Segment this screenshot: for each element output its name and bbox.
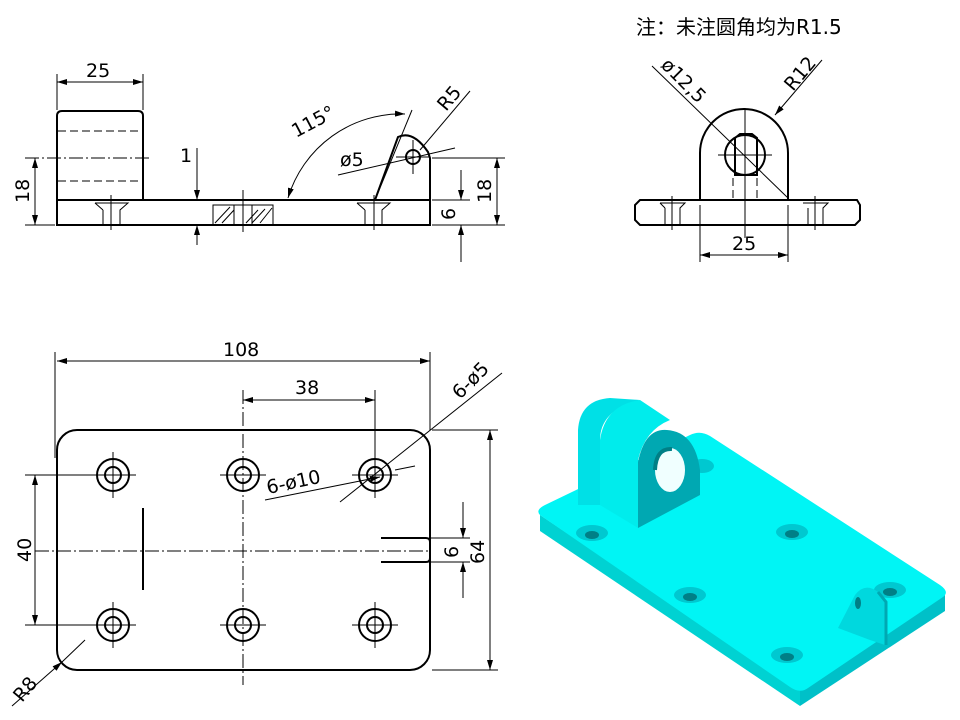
side-upright [699, 108, 789, 200]
hole [220, 458, 266, 492]
hole [90, 452, 136, 498]
plate-right-side [800, 595, 945, 706]
boss-curved-top [578, 398, 640, 505]
dim-spacing-40: 40 [14, 538, 36, 562]
slot [381, 537, 431, 563]
mounting-holes [90, 452, 398, 648]
dim-length: 108 [223, 339, 259, 361]
lug-outline [374, 134, 431, 201]
top-view: 108 38 40 6-ø10 6-ø5 6 64 R8 [9, 339, 503, 707]
boss-hole [655, 448, 685, 492]
dim-spacing-38: 38 [295, 377, 319, 399]
hatched-section [212, 190, 274, 232]
dim-depth-1: 1 [180, 145, 192, 167]
hole [220, 608, 266, 642]
isometric-view [538, 398, 946, 706]
iso-holes [576, 459, 906, 663]
dim-side-width: 25 [732, 233, 756, 255]
hole [352, 452, 398, 498]
general-note: 注：未注圆角均为R1.5 [636, 15, 842, 39]
dim-corner-radius: R8 [9, 673, 42, 707]
dim-width-64: 64 [467, 540, 489, 564]
dim-thickness: 6 [438, 208, 460, 220]
dim-front-height-left: 18 [12, 179, 34, 203]
dim-hole-dia: ø5 [340, 149, 364, 171]
dim-front-height-right: 18 [474, 179, 496, 203]
dim-slot-width: 6 [441, 546, 463, 558]
hole [352, 602, 398, 648]
side-view: 25 ø12,5 R12 [634, 52, 861, 262]
dim-hole-dia-12-5: ø12,5 [656, 54, 710, 108]
dim-holes-dia-5: 6-ø5 [448, 358, 494, 404]
dim-radius-5: R5 [433, 82, 466, 116]
dim-radius-12: R12 [780, 52, 821, 95]
hole [90, 602, 136, 648]
plate-front-side [540, 515, 800, 706]
dim-front-width: 25 [86, 60, 110, 82]
iso-lug [838, 587, 885, 645]
angle-arc [287, 110, 406, 199]
side-base [634, 199, 861, 226]
boss-outline [56, 110, 144, 200]
front-view: 25 18 1 115° ø5 R5 18 6 [12, 60, 505, 262]
